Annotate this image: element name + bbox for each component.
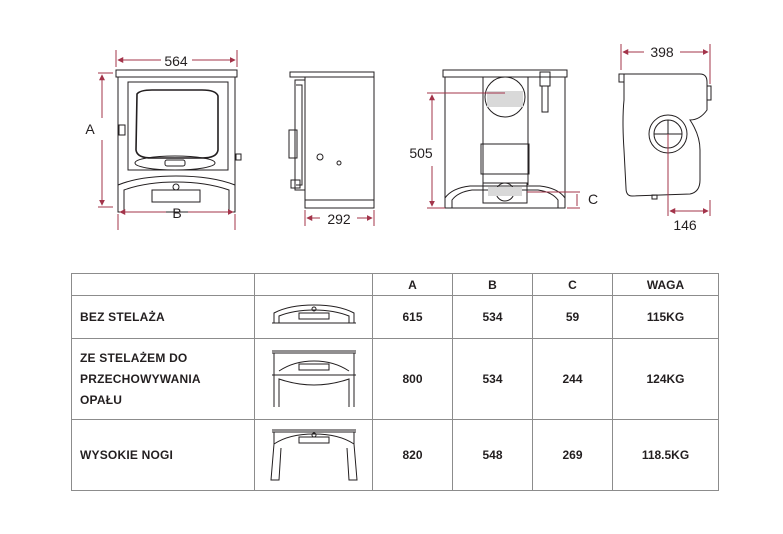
dim-depth-top: 398 <box>650 44 674 60</box>
dim-height-rear: 505 <box>409 145 433 161</box>
row-icon-cell <box>254 338 373 420</box>
row-label-line: OPAŁU <box>80 392 123 407</box>
row-label: WYSOKIE NOGI <box>71 419 255 491</box>
row-label: BEZ STELAŻA <box>71 295 255 339</box>
table-row: BEZ STELAŻA 615 534 59 115KG <box>71 295 719 339</box>
stove-technical-drawings: 564 A B 292 <box>85 44 712 233</box>
table-header-row: A B C WAGA <box>71 273 719 296</box>
row-label-line: WYSOKIE NOGI <box>80 447 174 462</box>
value-a: 800 <box>372 338 453 420</box>
dim-label-b: B <box>172 205 181 221</box>
table-row: WYSOKIE NOGI 820 548 269 118.5KG <box>71 419 719 491</box>
header-waga: WAGA <box>612 273 719 296</box>
high-legs-stand-icon <box>269 429 358 480</box>
header-c: C <box>532 273 613 296</box>
spec-table: A B C WAGA BEZ STELAŻA 615 534 59 115KG … <box>71 273 719 491</box>
value-a: 820 <box>372 419 453 491</box>
value-c: 269 <box>532 419 613 491</box>
value-a: 615 <box>372 295 453 339</box>
log-store-stand-icon <box>271 350 356 407</box>
value-b: 534 <box>452 295 533 339</box>
side-dimensions: 292 <box>304 210 375 227</box>
value-c: 59 <box>532 295 613 339</box>
row-label-line: ZE STELAŻEM DO <box>80 350 188 365</box>
header-cell <box>71 273 255 296</box>
front-dimensions: 564 A B <box>85 50 238 230</box>
side-view <box>288 71 375 209</box>
table-row: ZE STELAŻEM DO PRZECHOWYWANIA OPAŁU 800 … <box>71 338 719 420</box>
value-waga: 118.5KG <box>612 419 719 491</box>
value-waga: 124KG <box>612 338 719 420</box>
value-b: 534 <box>452 338 533 420</box>
row-icon-cell <box>254 295 373 339</box>
dim-label-c: C <box>588 191 598 207</box>
stove-base-icon <box>271 303 356 323</box>
front-view <box>115 69 242 213</box>
dim-depth-side: 292 <box>327 211 351 227</box>
top-dimensions: 398 146 <box>620 44 711 233</box>
row-label-line: BEZ STELAŻA <box>80 309 165 324</box>
dim-label-a: A <box>85 121 95 137</box>
row-icon-cell <box>254 419 373 491</box>
row-label-line: PRZECHOWYWANIA <box>80 371 201 386</box>
header-cell <box>254 273 373 296</box>
rear-view <box>442 69 568 209</box>
value-b: 548 <box>452 419 533 491</box>
rear-dimensions: 505 C <box>409 92 598 209</box>
header-b: B <box>452 273 533 296</box>
dim-flue-offset: 146 <box>673 217 697 233</box>
top-view <box>618 73 712 200</box>
value-c: 244 <box>532 338 613 420</box>
row-label: ZE STELAŻEM DO PRZECHOWYWANIA OPAŁU <box>71 338 255 420</box>
dim-width-front: 564 <box>164 53 188 69</box>
value-waga: 115KG <box>612 295 719 339</box>
header-a: A <box>372 273 453 296</box>
